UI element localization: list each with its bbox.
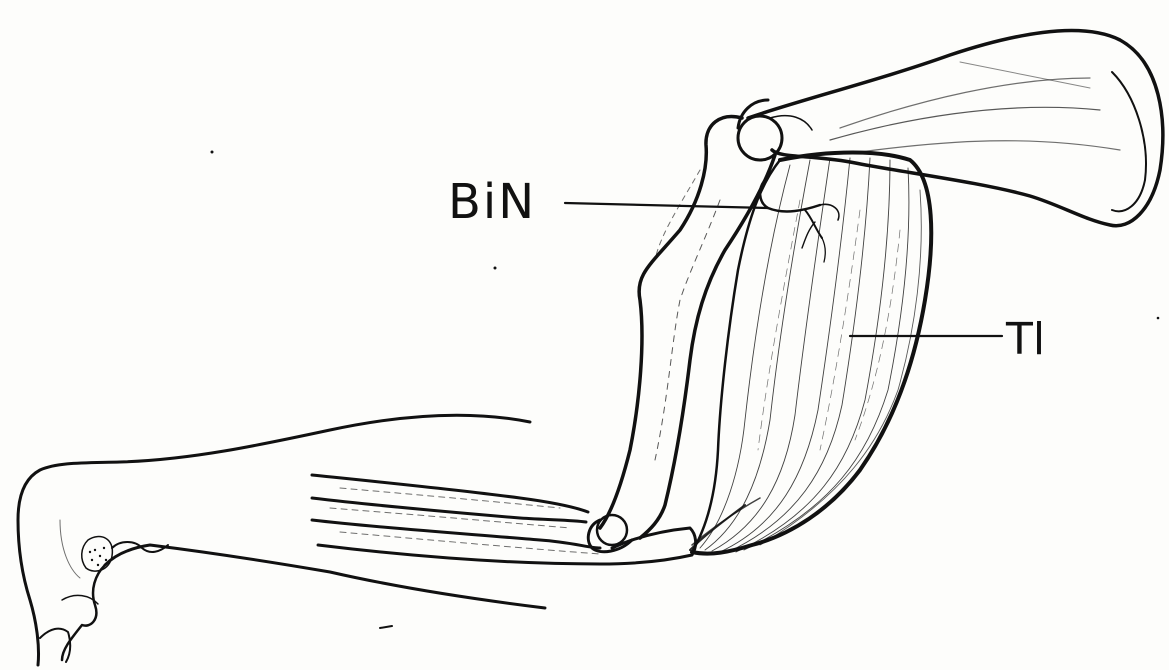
triceps-muscle — [690, 153, 931, 554]
scapula — [738, 31, 1163, 226]
paw-pad — [82, 537, 113, 572]
label-bin: BiN — [448, 178, 536, 226]
bin-leader-line — [565, 203, 768, 208]
nerve-branch — [760, 180, 839, 262]
limb-outline — [18, 415, 545, 665]
forearm-bones — [312, 475, 696, 564]
label-tl: Tl — [1006, 318, 1045, 362]
humerus — [600, 117, 775, 538]
